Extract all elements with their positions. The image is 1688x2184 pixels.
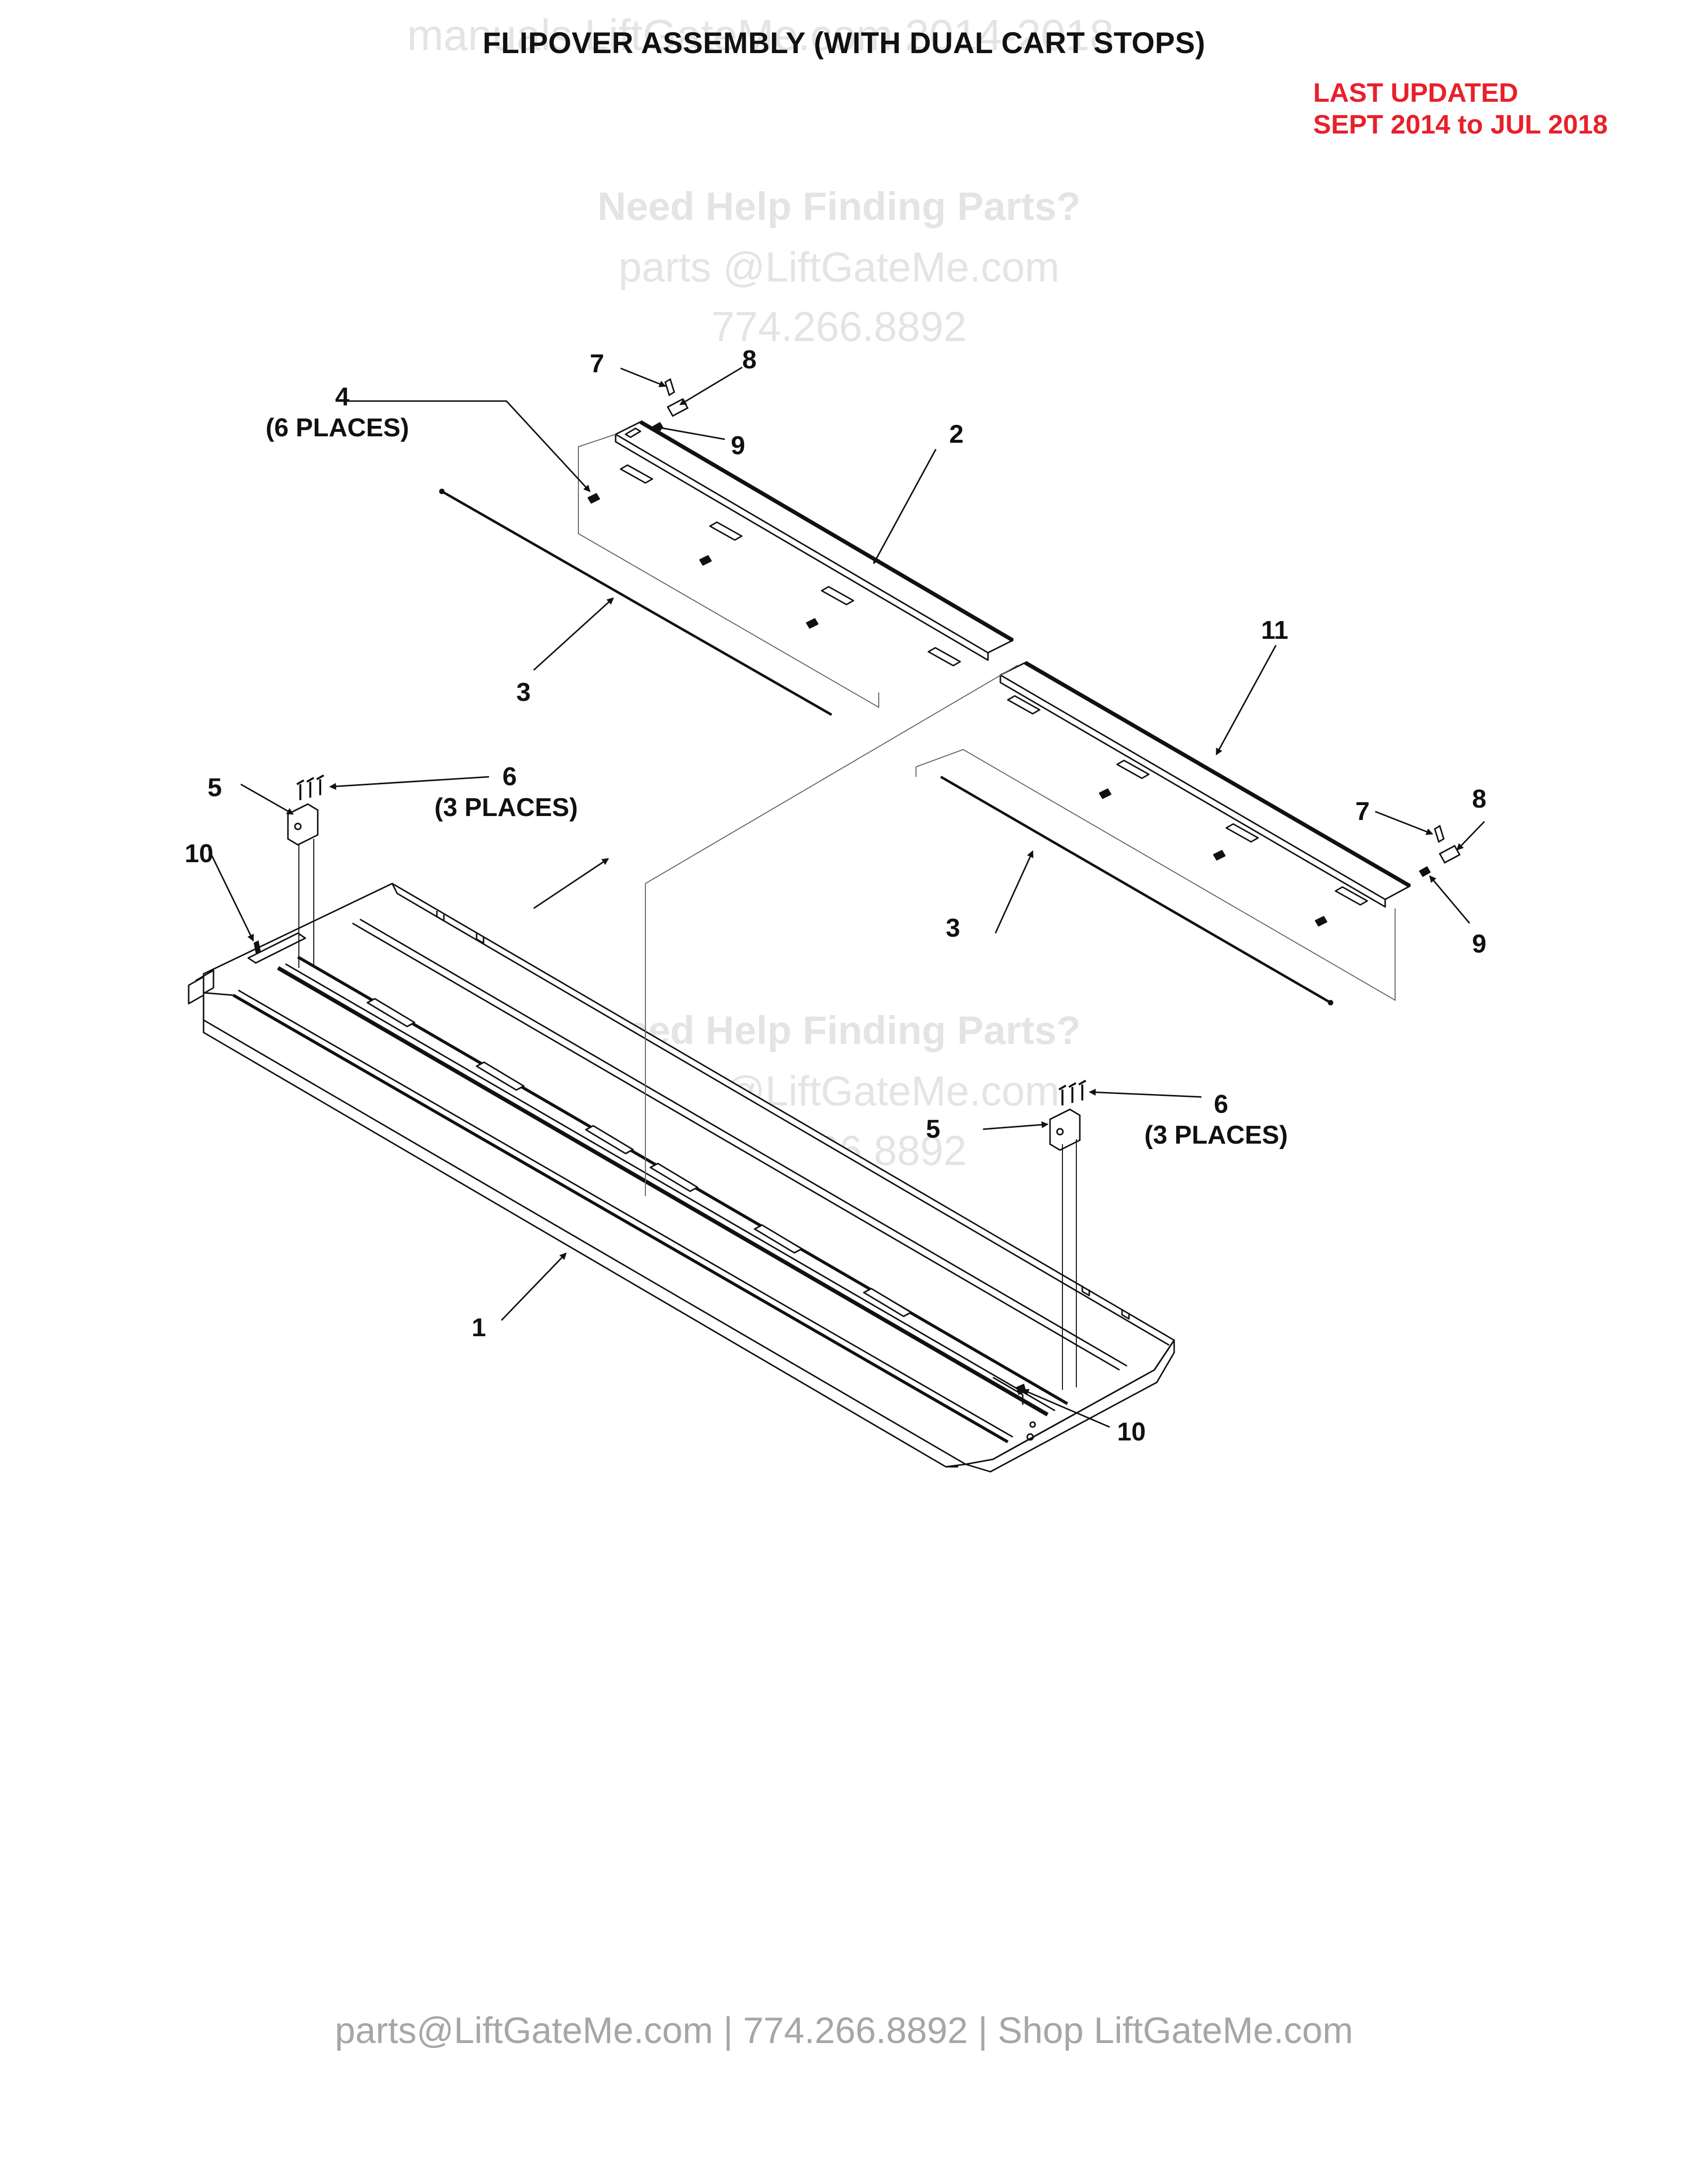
callout-6-left: 6 [502, 762, 517, 791]
callout-9-right: 9 [1472, 930, 1486, 958]
last-updated-range: SEPT 2014 to JUL 2018 [1313, 110, 1608, 139]
callout-11: 11 [1261, 616, 1288, 645]
cart-stop-bracket-right [1049, 1080, 1086, 1390]
contact-footer: parts@LiftGateMe.com | 774.266.8892 | Sh… [335, 2010, 1353, 2051]
callout-6-right: 6 [1214, 1090, 1228, 1119]
watermark-top: manuals.LiftGateMe.com 2014-2018 [407, 10, 1114, 60]
callout-5-right: 5 [926, 1115, 940, 1144]
hinge-rod-part-3-right [940, 775, 1334, 1006]
callout-10-left: 10 [185, 839, 213, 868]
callout-3-right: 3 [946, 914, 960, 943]
callout-7-right: 7 [1355, 797, 1370, 826]
watermark-help-phone-upper: 774.266.8892 [711, 303, 967, 350]
hinge-rod-part-3-left [439, 488, 833, 716]
callout-3-left: 3 [516, 678, 531, 707]
flipover-plate-part-11 [999, 661, 1411, 927]
callout-5-left: 5 [208, 773, 222, 802]
watermark-help-email-upper: parts @LiftGateMe.com [618, 244, 1060, 290]
callout-8-right: 8 [1472, 785, 1486, 814]
last-updated-note: LAST UPDATED SEPT 2014 to JUL 2018 [1313, 77, 1608, 140]
phantom-assembly-lines [578, 434, 1396, 1196]
callout-6-right-note: (3 PLACES) [1144, 1121, 1288, 1150]
page-title: FLIPOVER ASSEMBLY (WITH DUAL CART STOPS) [483, 26, 1205, 60]
callout-9-left: 9 [731, 431, 745, 460]
platform-part-1 [188, 883, 1175, 1473]
last-updated-label: LAST UPDATED [1313, 78, 1518, 108]
callout-2: 2 [949, 420, 964, 449]
watermark-help-heading-upper: Need Help Finding Parts? [597, 184, 1081, 228]
leader-lines [208, 366, 1485, 1428]
callout-10-right: 10 [1117, 1418, 1146, 1446]
pin-clip-set-right [1418, 824, 1461, 878]
cart-stop-bracket-left [287, 774, 324, 968]
flipover-plate-part-2 [587, 420, 1014, 667]
callout-6-left-note: (3 PLACES) [434, 793, 578, 822]
callout-1: 1 [472, 1313, 486, 1342]
callout-7-left: 7 [590, 349, 604, 378]
callout-4: 4 [335, 383, 350, 411]
pin-clip-set-left [651, 378, 689, 433]
callout-4-note: (6 PLACES) [266, 413, 409, 442]
watermark-help-heading-lower: Need Help Finding Parts? [597, 1008, 1081, 1052]
callout-8-left: 8 [742, 345, 757, 374]
